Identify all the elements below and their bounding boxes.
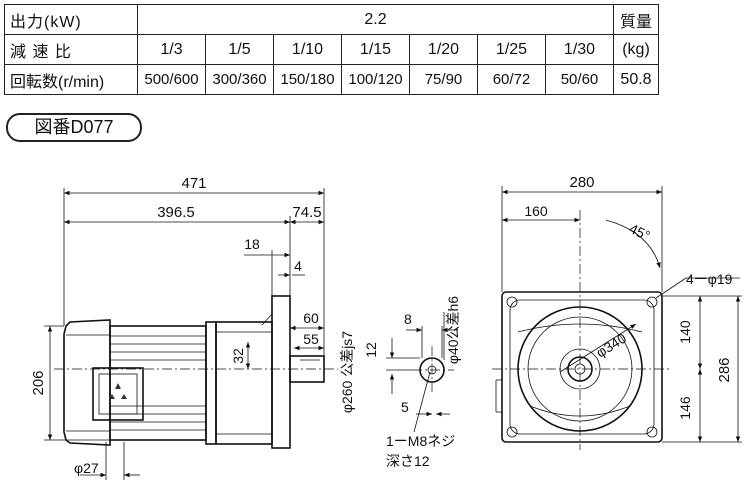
table-row-rpm: 回転数(r/min) 500/600 300/360 150/180 100/1… <box>4 64 659 95</box>
rpm-cell: 75/90 <box>409 64 478 95</box>
rpm-cell: 300/360 <box>205 64 274 95</box>
dim-motor-length: 396.5 <box>157 204 195 221</box>
ratio-cell: 1/15 <box>341 34 410 65</box>
rpm-cell: 150/180 <box>273 64 342 95</box>
technical-drawing: 471 396.5 74.5 18 4 60 55 32 206 φ27 φ26… <box>30 174 742 480</box>
dim-width-160: 160 <box>524 203 548 219</box>
ratio-cell: 1/20 <box>409 34 478 65</box>
dim-phi27: φ27 <box>74 460 99 476</box>
dim-holes: 4ーφ19 <box>686 271 733 287</box>
dim-phi340: φ340 <box>593 330 629 361</box>
mass-value: 50.8 <box>613 64 659 95</box>
dim-18: 18 <box>244 236 260 252</box>
side-dimensions: 471 396.5 74.5 18 4 60 55 32 206 φ27 φ26… <box>30 175 355 480</box>
ratio-cell: 1/25 <box>477 34 546 65</box>
dim-55: 55 <box>303 331 319 347</box>
dim-32: 32 <box>230 348 246 364</box>
dim-key-8: 8 <box>404 311 412 327</box>
dim-phi40: φ40公差h6 <box>445 296 461 364</box>
rpm-cell: 50/60 <box>545 64 614 95</box>
ratio-cell: 1/3 <box>137 34 206 65</box>
rpm-cell: 60/72 <box>477 64 546 95</box>
mass-label: 質量 <box>613 4 659 35</box>
shaft-section-view: 8 12 5 φ40公差h6 1ーM8ネジ 深さ12 <box>363 296 461 469</box>
rpm-cell: 100/120 <box>341 64 410 95</box>
dim-height-206: 206 <box>30 370 47 395</box>
rpm-label: 回転数(r/min) <box>4 64 138 95</box>
ratio-label: 減 速 比 <box>4 34 138 65</box>
table-row-output: 出力(kW) 2.2 質量 <box>4 4 659 35</box>
tap-label: 1ーM8ネジ <box>386 433 455 449</box>
mass-unit: (kg) <box>613 34 659 65</box>
dim-width-280: 280 <box>569 174 594 191</box>
dim-height-286: 286 <box>716 357 733 382</box>
dim-height-140: 140 <box>677 320 693 344</box>
front-dimensions: 280 160 45° 4ーφ19 φ340 140 146 286 <box>501 174 742 443</box>
dim-angle: 45° <box>627 220 653 243</box>
rpm-cell: 500/600 <box>137 64 206 95</box>
dim-key-12: 12 <box>363 342 379 358</box>
manufacturer-logo <box>109 383 127 399</box>
front-view <box>492 210 672 450</box>
output-label: 出力(kW) <box>4 4 138 35</box>
ratio-cell: 1/30 <box>545 34 614 65</box>
ratio-cell: 1/10 <box>273 34 342 65</box>
dim-overall-length: 471 <box>181 175 206 192</box>
ratio-cell: 1/5 <box>205 34 274 65</box>
output-value: 2.2 <box>137 4 614 35</box>
tap-depth-label: 深さ12 <box>386 453 430 469</box>
spec-table: 出力(kW) 2.2 質量 減 速 比 1/3 1/5 1/10 1/15 1/… <box>4 4 659 95</box>
table-row-ratio: 減 速 比 1/3 1/5 1/10 1/15 1/20 1/25 1/30 (… <box>4 34 659 65</box>
dim-60: 60 <box>303 310 319 326</box>
cooling-fins <box>110 335 206 431</box>
dim-4: 4 <box>294 258 302 274</box>
dim-height-146: 146 <box>677 396 693 420</box>
drawing-number-badge: 図番D077 <box>6 113 142 142</box>
side-view <box>54 295 338 449</box>
dim-phi260: φ260 公差js7 <box>339 331 355 413</box>
dim-key-5: 5 <box>401 399 409 415</box>
dim-flange-offset: 74.5 <box>292 204 321 221</box>
